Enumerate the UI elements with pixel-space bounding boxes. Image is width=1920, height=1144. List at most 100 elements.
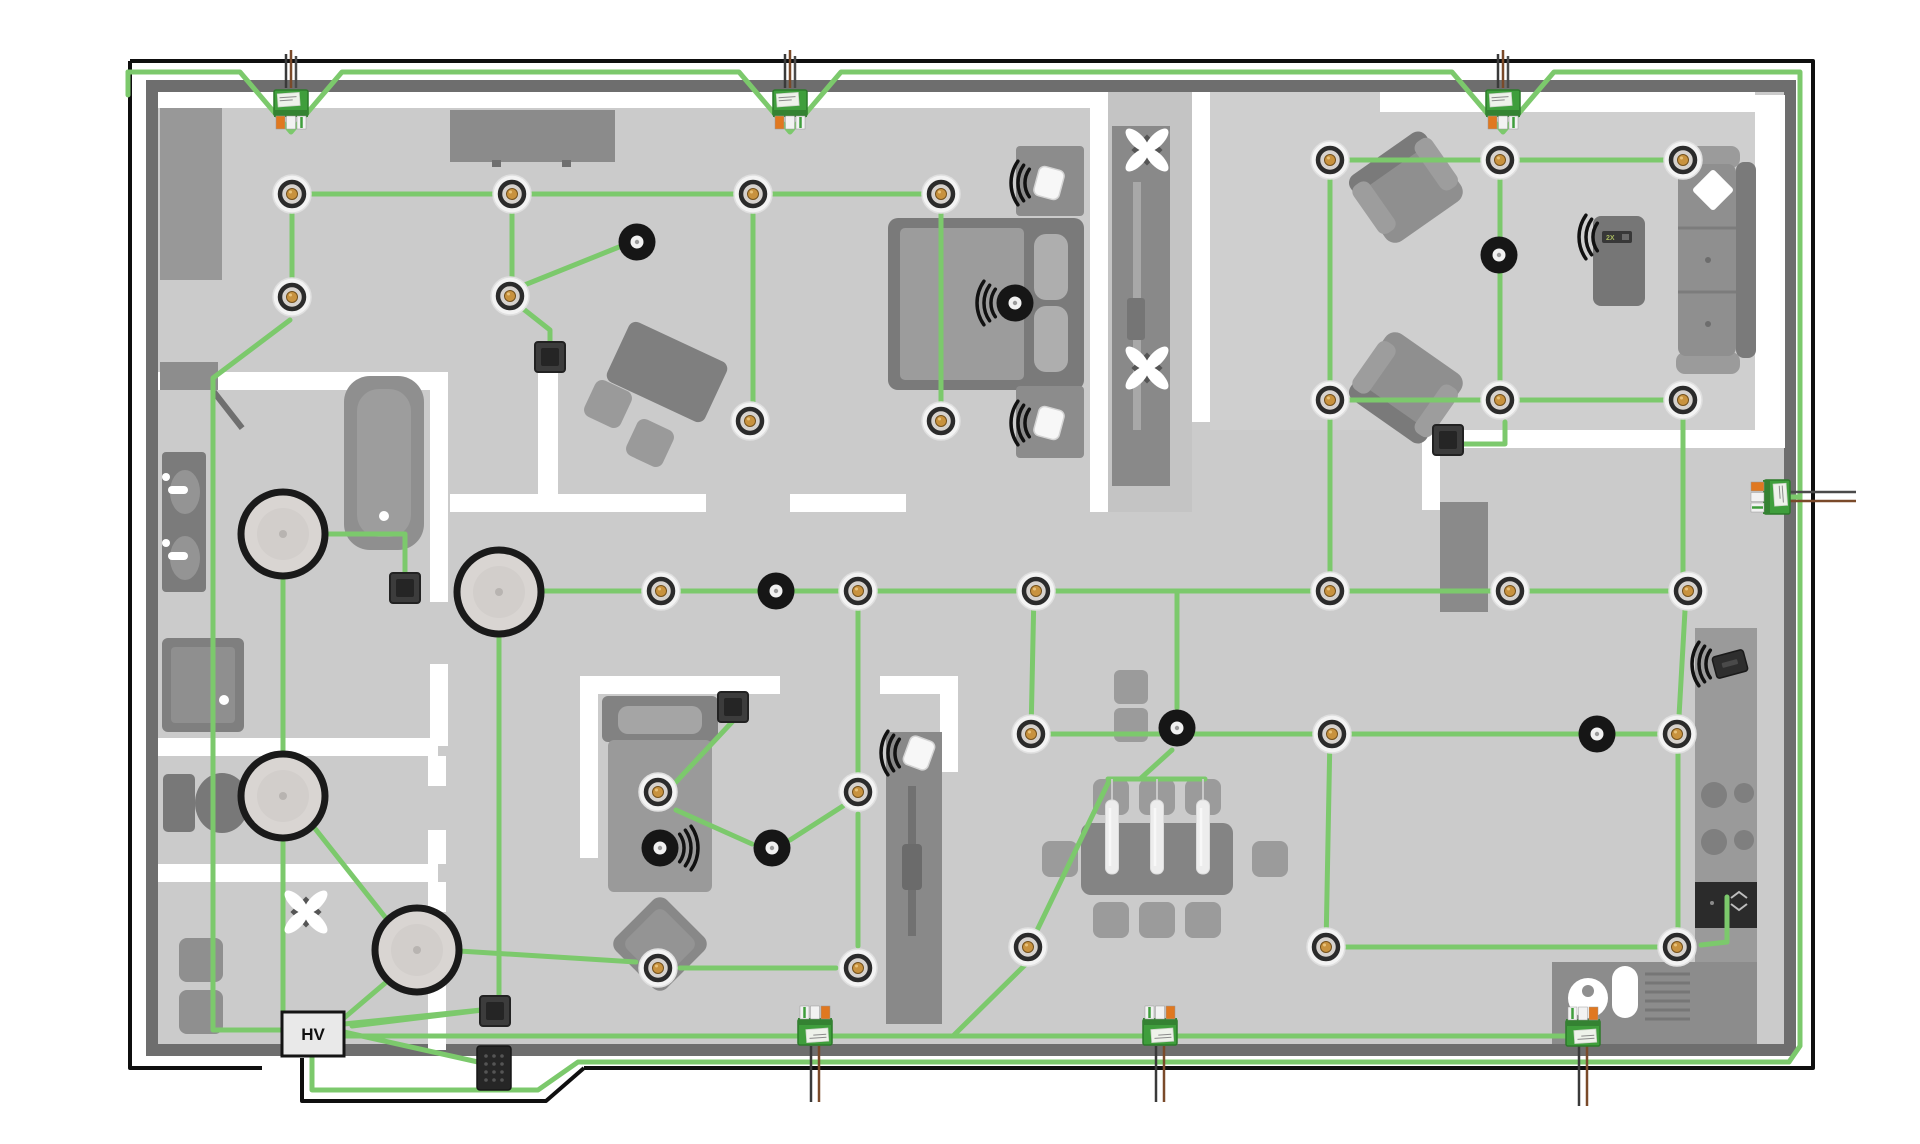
- wall-switch[interactable]: [1432, 424, 1464, 456]
- downlight[interactable]: [1657, 714, 1697, 754]
- downlight[interactable]: [838, 772, 878, 812]
- downlight[interactable]: [1668, 571, 1708, 611]
- downlight[interactable]: [638, 948, 678, 988]
- downlight[interactable]: [1310, 571, 1350, 611]
- downlight-glint: [1329, 730, 1332, 734]
- hv-label: HV: [301, 1025, 325, 1044]
- faucet: [168, 552, 188, 560]
- junction-connector[interactable]: [1565, 1006, 1601, 1047]
- pendant-light[interactable]: [1105, 779, 1119, 875]
- dryer: [179, 990, 223, 1034]
- ceiling-fan[interactable]: [281, 887, 331, 937]
- downlight[interactable]: [1657, 927, 1697, 967]
- oven-dot: [1710, 901, 1714, 905]
- pendant-light[interactable]: [1150, 779, 1164, 875]
- downlight[interactable]: [490, 276, 530, 316]
- junction-connector[interactable]: [797, 1005, 833, 1046]
- junction-connector[interactable]: [1485, 89, 1521, 130]
- downlight[interactable]: [921, 401, 961, 441]
- downlight[interactable]: [921, 174, 961, 214]
- downlight[interactable]: [1480, 380, 1520, 420]
- speaker[interactable]: [1158, 709, 1196, 747]
- switch-button: [486, 1002, 504, 1020]
- ceiling-light[interactable]: [453, 546, 545, 638]
- wall-switch[interactable]: [534, 341, 566, 373]
- wall-switch[interactable]: [389, 572, 421, 604]
- speaker[interactable]: [641, 824, 700, 872]
- armchair-arm: [1352, 181, 1396, 235]
- downlight[interactable]: [1310, 380, 1350, 420]
- ceiling-light[interactable]: [371, 904, 463, 996]
- wireless-lamp[interactable]: [1009, 399, 1065, 447]
- pendant-light[interactable]: [1196, 779, 1210, 875]
- jar: [1612, 966, 1638, 1018]
- junction-connector[interactable]: [1750, 479, 1791, 515]
- ceiling-light[interactable]: [237, 750, 329, 842]
- speaker-dot: [1174, 725, 1180, 731]
- speaker[interactable]: [753, 829, 791, 867]
- downlight[interactable]: [1011, 714, 1051, 754]
- downlight[interactable]: [730, 401, 770, 441]
- junction-connector[interactable]: [772, 89, 808, 130]
- hv-distribution-box[interactable]: HV: [280, 1010, 346, 1058]
- downlight-glint: [1327, 156, 1330, 160]
- downlight[interactable]: [1310, 140, 1350, 180]
- wall-switch[interactable]: [479, 995, 511, 1027]
- sideboard-knob: [562, 160, 571, 167]
- wall-segment: [1090, 92, 1108, 512]
- wall-segment: [428, 830, 446, 864]
- speaker[interactable]: [975, 279, 1034, 327]
- downlight[interactable]: [492, 174, 532, 214]
- fan-blade: [1125, 366, 1149, 390]
- wall-switch[interactable]: [717, 691, 749, 723]
- smart-display[interactable]: [1690, 640, 1749, 688]
- speaker[interactable]: [1480, 236, 1518, 274]
- ceiling-light-center: [279, 792, 287, 800]
- downlight[interactable]: [1016, 571, 1056, 611]
- connector-sticker-text-line: [1491, 96, 1509, 99]
- connector-sticker-paper: [1150, 1027, 1175, 1044]
- wireless-lamp-body: [902, 735, 936, 771]
- downlight[interactable]: [1663, 140, 1703, 180]
- media-console-tablet[interactable]: 2X: [1577, 213, 1632, 261]
- ceiling-fan[interactable]: [1122, 125, 1172, 175]
- downlight-glint: [1025, 943, 1028, 947]
- downlight[interactable]: [1008, 927, 1048, 967]
- downlight-bulb: [506, 188, 518, 200]
- downlight[interactable]: [1312, 714, 1352, 754]
- fan-blade: [284, 890, 308, 914]
- keypad-dot: [500, 1062, 504, 1066]
- downlight[interactable]: [641, 571, 681, 611]
- connector-sticker-text-line: [1158, 1033, 1172, 1036]
- downlight[interactable]: [838, 571, 878, 611]
- downlight[interactable]: [272, 174, 312, 214]
- downlight-glint: [855, 964, 858, 968]
- dining-chair: [1139, 902, 1175, 938]
- downlight-bulb: [744, 415, 756, 427]
- wireless-lamp[interactable]: [1009, 159, 1065, 207]
- connector-sticker-text-line: [813, 1033, 827, 1036]
- downlight[interactable]: [1306, 927, 1346, 967]
- ceiling-fan[interactable]: [1122, 343, 1172, 393]
- downlight[interactable]: [1663, 380, 1703, 420]
- wall-segment: [158, 864, 438, 882]
- downlight[interactable]: [1480, 140, 1520, 180]
- speaker[interactable]: [618, 223, 656, 261]
- downlight[interactable]: [272, 277, 312, 317]
- ceiling-light[interactable]: [237, 488, 329, 580]
- connector-terminal-white: [1498, 115, 1508, 130]
- bathroom-cabinet: [160, 362, 218, 390]
- junction-connector[interactable]: [1142, 1005, 1178, 1046]
- downlight[interactable]: [838, 948, 878, 988]
- fan-blade: [304, 910, 328, 934]
- keypad-dimmer[interactable]: [476, 1045, 512, 1091]
- speaker[interactable]: [757, 572, 795, 610]
- wireless-lamp[interactable]: [879, 729, 936, 777]
- speaker[interactable]: [1578, 715, 1616, 753]
- sofa-button: [1705, 257, 1711, 263]
- downlight-glint: [289, 190, 292, 194]
- downlight[interactable]: [638, 772, 678, 812]
- downlight[interactable]: [1490, 571, 1530, 611]
- junction-connector[interactable]: [273, 89, 309, 130]
- downlight[interactable]: [733, 174, 773, 214]
